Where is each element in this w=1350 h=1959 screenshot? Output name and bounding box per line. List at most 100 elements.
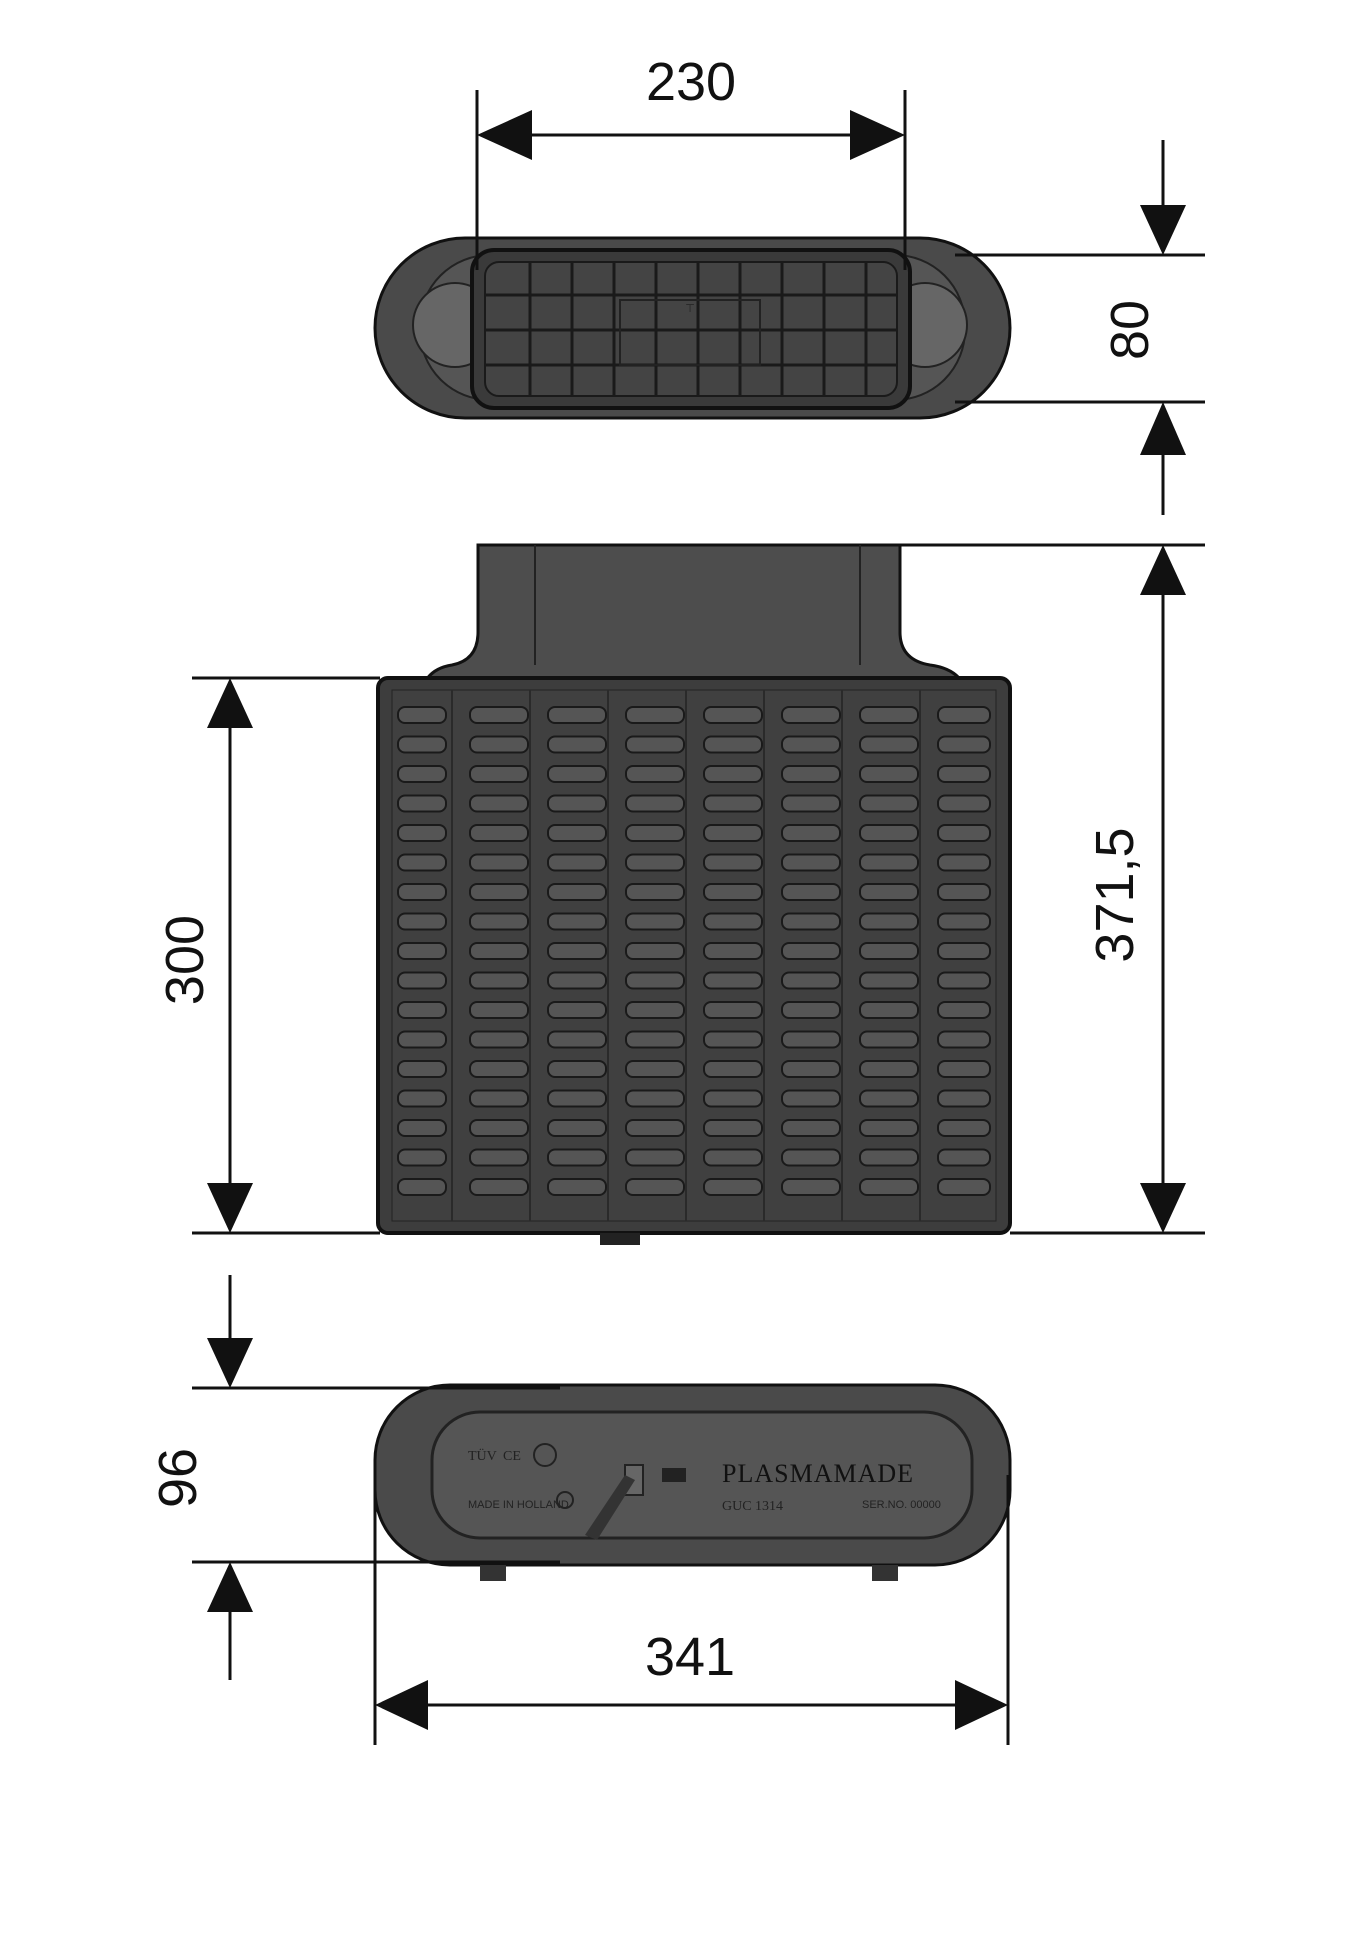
- label-cert-tuv: TÜV: [468, 1447, 497, 1464]
- dim-total-height: 371,5: [900, 543, 1205, 1235]
- grille-slot: [625, 883, 685, 901]
- grille-slot: [397, 1089, 447, 1108]
- grille-slot: [781, 1178, 841, 1196]
- grille-slot: [937, 1030, 991, 1049]
- grille-slot: [859, 853, 919, 872]
- grille-slot: [781, 1030, 841, 1049]
- grille-slot: [703, 1089, 763, 1108]
- grille-slot: [703, 1060, 763, 1078]
- grille-slot: [937, 942, 991, 960]
- grille-slot: [397, 1060, 447, 1078]
- grille-slot: [625, 1089, 685, 1108]
- grille-slot: [703, 912, 763, 931]
- grille-slot: [781, 794, 841, 813]
- grille-slot: [781, 1060, 841, 1078]
- grille-slot: [469, 706, 529, 724]
- grille-slot: [625, 1178, 685, 1196]
- grille-slot: [469, 1089, 529, 1108]
- grille-slot: [625, 765, 685, 783]
- grille-slot: [469, 794, 529, 813]
- grille-slot: [397, 971, 447, 990]
- grille-slot: [547, 942, 607, 960]
- front-view: [376, 543, 1012, 1245]
- grille-slot: [937, 1060, 991, 1078]
- grille-slot: [397, 1119, 447, 1137]
- grille-slot: [469, 735, 529, 754]
- dim-front-height-label: 300: [155, 915, 215, 1005]
- grille-slot: [547, 794, 607, 813]
- dim-top-width-label: 230: [646, 52, 736, 112]
- grille-slot: [937, 1089, 991, 1108]
- dim-bottom-height: 96: [148, 1275, 560, 1680]
- bottom-view: TÜV CE MADE IN HOLLAND PLASMAMADE GUC 13…: [373, 1383, 1012, 1581]
- grille-slot: [781, 1148, 841, 1167]
- grille-slot: [547, 706, 607, 724]
- grille-slot: [625, 735, 685, 754]
- label-model: GUC 1314: [722, 1499, 783, 1514]
- label-brand: PLASMAMADE: [722, 1459, 914, 1488]
- grille-slot: [469, 824, 529, 842]
- grille-slot: [547, 1089, 607, 1108]
- grille-slot: [781, 765, 841, 783]
- grille-slot: [397, 942, 447, 960]
- grille-slot: [859, 1030, 919, 1049]
- grille-slot: [397, 1148, 447, 1167]
- grille-slot: [937, 1119, 991, 1137]
- top-view: ⊤: [373, 236, 1012, 420]
- grille-slot: [469, 942, 529, 960]
- svg-text:⊤: ⊤: [685, 303, 695, 315]
- grille-slot: [547, 824, 607, 842]
- grille-slot: [703, 883, 763, 901]
- grille-slot: [937, 1178, 991, 1196]
- grille-slot: [625, 794, 685, 813]
- grille-slot: [703, 1119, 763, 1137]
- grille-slot: [547, 735, 607, 754]
- grille-slot: [781, 735, 841, 754]
- dim-bottom-height-label: 96: [148, 1448, 208, 1508]
- dim-total-height-label: 371,5: [1085, 827, 1145, 962]
- grille-slot: [937, 912, 991, 931]
- grille-slot: [547, 853, 607, 872]
- grille-slot: [397, 794, 447, 813]
- grille-slot: [781, 1001, 841, 1019]
- grille-slot: [547, 971, 607, 990]
- grille-slot: [547, 883, 607, 901]
- grille-slot: [703, 765, 763, 783]
- dim-bottom-width-label: 341: [645, 1627, 735, 1687]
- grille-slot: [547, 1060, 607, 1078]
- grille-slot: [781, 706, 841, 724]
- grille-slot: [703, 1001, 763, 1019]
- grille-slot: [703, 853, 763, 872]
- grille-slot: [703, 1178, 763, 1196]
- grille-slot: [469, 883, 529, 901]
- label-serial: SER.NO. 00000: [862, 1499, 941, 1511]
- label-cert-ce: CE: [503, 1449, 521, 1464]
- grille-slot: [397, 735, 447, 754]
- grille-slot: [625, 971, 685, 990]
- grille-slot: [469, 1119, 529, 1137]
- grille-slot: [859, 1119, 919, 1137]
- grille-slot: [859, 735, 919, 754]
- grille-slot: [397, 824, 447, 842]
- grille-slot: [781, 883, 841, 901]
- grille-slot: [703, 706, 763, 724]
- grille-slot: [547, 912, 607, 931]
- cert-mark-icon: [533, 1443, 557, 1467]
- grille-slot: [703, 794, 763, 813]
- dim-top-width: 230: [475, 52, 907, 270]
- grille-slot: [703, 1030, 763, 1049]
- grille-slot: [397, 765, 447, 783]
- grille-slot: [781, 824, 841, 842]
- power-switch-icon: [556, 1464, 686, 1540]
- grille-slot: [469, 1148, 529, 1167]
- grille-slot: [703, 1148, 763, 1167]
- grille-slot: [625, 1148, 685, 1167]
- grille-slot: [547, 1001, 607, 1019]
- dim-top-height: 80: [955, 140, 1205, 515]
- label-maker: MADE IN HOLLAND: [468, 1499, 569, 1511]
- grille-slot: [937, 883, 991, 901]
- grille-slot: [703, 735, 763, 754]
- grille-slot: [937, 765, 991, 783]
- grille-slot: [397, 883, 447, 901]
